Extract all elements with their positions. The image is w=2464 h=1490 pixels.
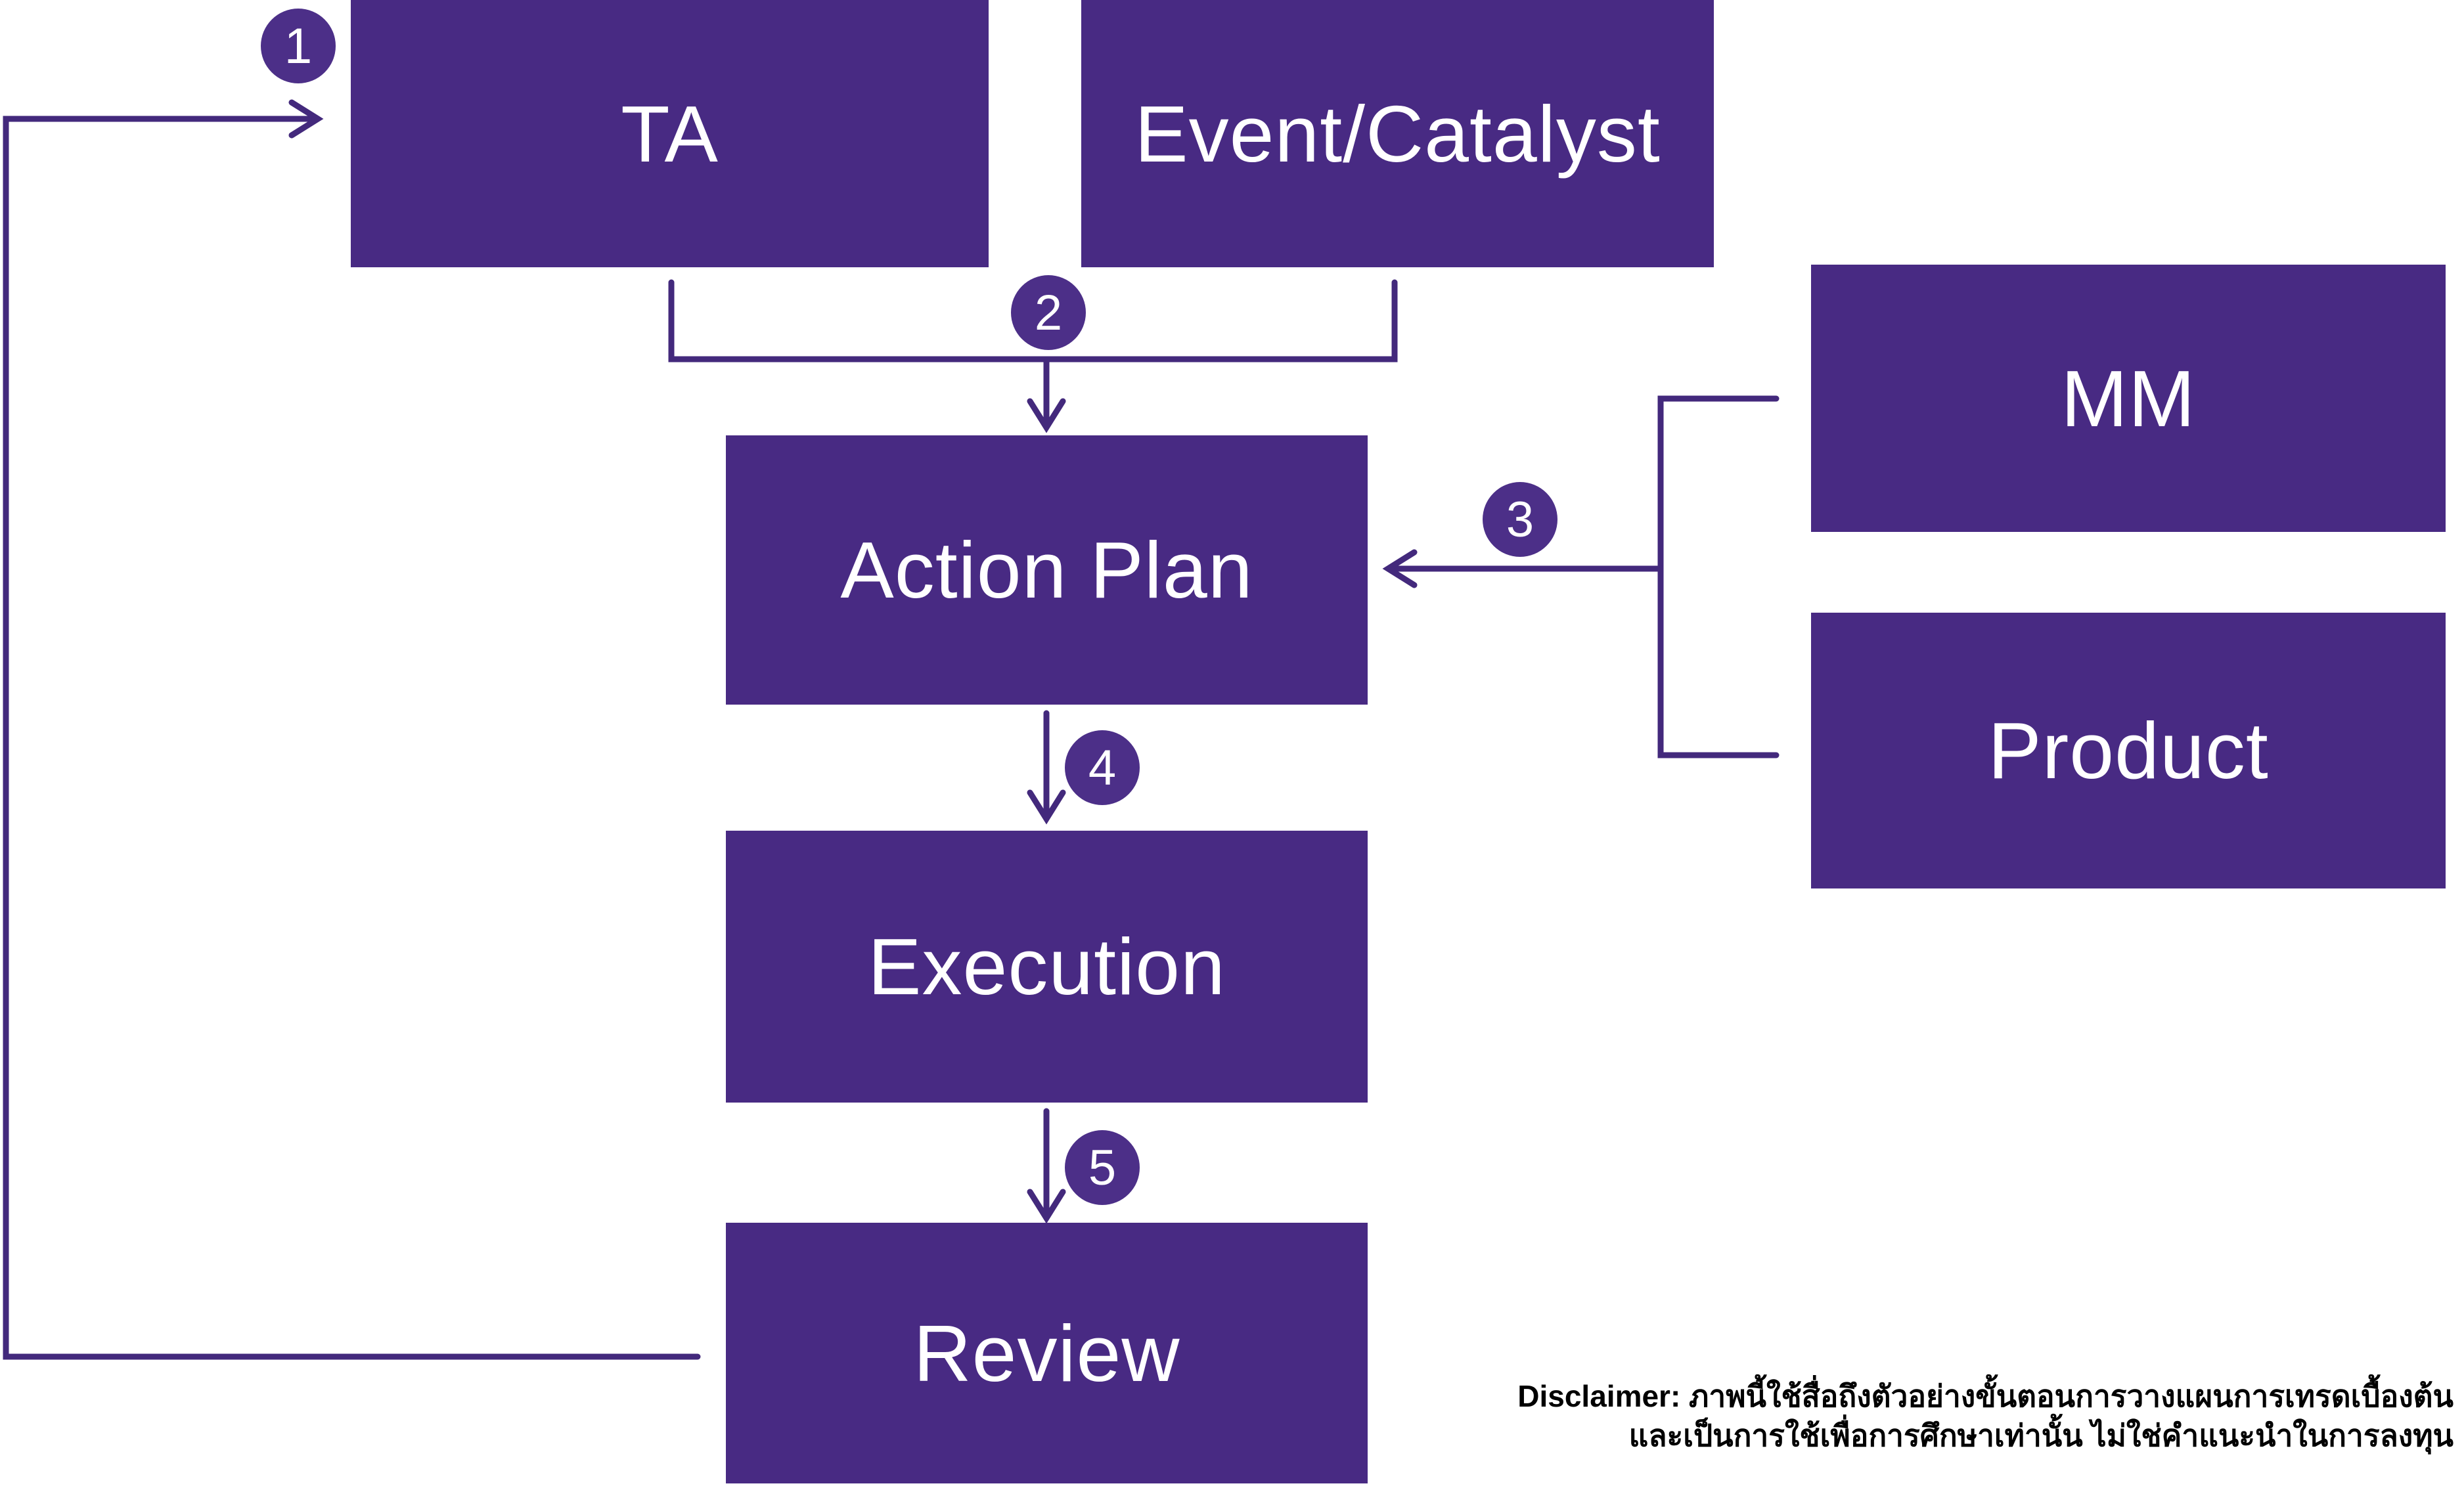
- disclaimer-text: Disclaimer: ภาพนี้ใช้สื่อถึงตัวอย่างขั้น…: [1517, 1376, 2453, 1455]
- feedback-loop-line: [3, 116, 701, 1360]
- arrowhead-to-execution: [1027, 789, 1066, 825]
- arrowhead-to-review: [1027, 1189, 1066, 1224]
- mm-box: MM: [1811, 265, 2446, 532]
- event-catalyst-box: Event/Catalyst: [1081, 0, 1714, 267]
- ta-box: TA: [351, 0, 989, 267]
- step-4-badge: 4: [1065, 730, 1140, 805]
- disclaimer-line-1: Disclaimer: ภาพนี้ใช้สื่อถึงตัวอย่างขั้น…: [1517, 1379, 2453, 1413]
- step-5-number: 5: [1088, 1139, 1117, 1196]
- step-2-badge: 2: [1011, 275, 1086, 350]
- product-box: Product: [1811, 613, 2446, 888]
- mm-product-bracket: [1657, 395, 1780, 758]
- action-plan-box: Action Plan: [726, 435, 1368, 705]
- event-catalyst-box-label: Event/Catalyst: [1134, 89, 1661, 179]
- execution-box: Execution: [726, 831, 1368, 1103]
- step-5-badge: 5: [1065, 1130, 1140, 1205]
- step-4-number: 4: [1088, 739, 1117, 796]
- disclaimer-line-2: และเป็นการใช้เพื่อการศึกษาเท่านั้น ไม่ใช…: [1628, 1418, 2453, 1453]
- execution-box-label: Execution: [868, 922, 1226, 1011]
- review-box: Review: [726, 1223, 1368, 1483]
- step-3-badge: 3: [1483, 482, 1557, 557]
- ta-event-bracket: [668, 279, 1398, 362]
- product-box-label: Product: [1988, 706, 2269, 795]
- step-1-badge: 1: [261, 9, 336, 83]
- action-plan-box-label: Action Plan: [840, 525, 1253, 615]
- review-box-label: Review: [913, 1308, 1180, 1398]
- arrowhead-to-action-plan: [1027, 398, 1066, 433]
- arrowhead-into-ta: [288, 99, 324, 139]
- ta-box-label: TA: [621, 89, 719, 179]
- step-2-number: 2: [1034, 284, 1063, 341]
- step-1-number: 1: [284, 18, 313, 74]
- step-3-number: 3: [1506, 491, 1534, 548]
- arrowhead-from-mm-product: [1382, 549, 1418, 588]
- mm-box-label: MM: [2061, 353, 2196, 443]
